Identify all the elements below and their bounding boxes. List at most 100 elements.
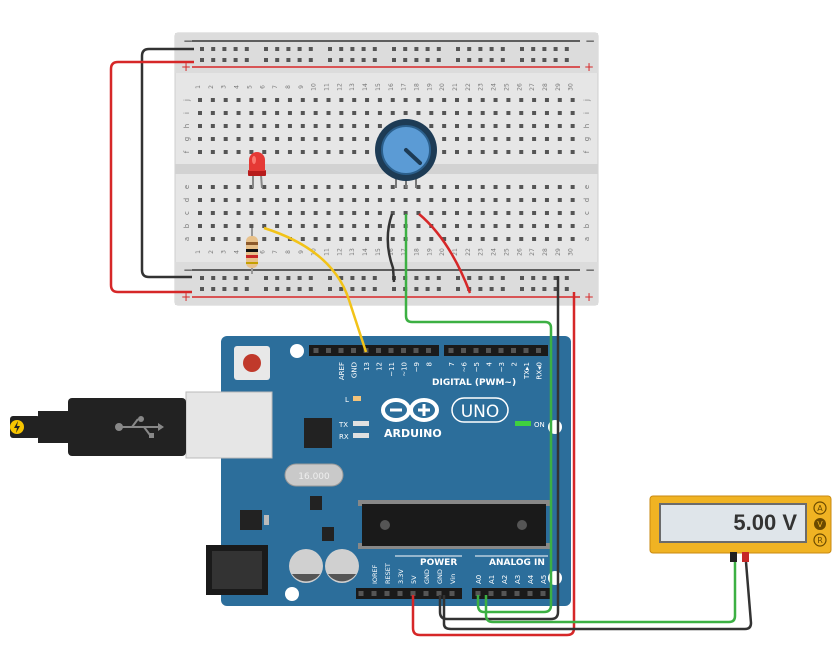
rail-hole[interactable] [403, 47, 408, 51]
breadboard-hole[interactable] [287, 124, 292, 128]
breadboard-hole[interactable] [339, 150, 344, 154]
rail-hole[interactable] [222, 47, 227, 51]
breadboard-hole[interactable] [519, 98, 524, 102]
rail-hole[interactable] [403, 58, 408, 62]
breadboard-hole[interactable] [557, 150, 562, 154]
breadboard-hole[interactable] [275, 237, 280, 241]
rail-hole[interactable] [244, 58, 249, 62]
breadboard-hole[interactable] [377, 211, 382, 215]
rail-hole[interactable] [467, 276, 472, 280]
breadboard-hole[interactable] [262, 224, 267, 228]
rail-hole[interactable] [553, 276, 558, 280]
breadboard-hole[interactable] [532, 98, 537, 102]
breadboard-hole[interactable] [210, 150, 215, 154]
usb-cable[interactable] [10, 391, 273, 459]
rail-hole[interactable] [200, 47, 204, 51]
rail-hole[interactable] [264, 276, 268, 280]
breadboard-hole[interactable] [442, 137, 447, 141]
breadboard-hole[interactable] [223, 150, 228, 154]
rail-hole[interactable] [200, 287, 204, 291]
breadboard-hole[interactable] [455, 111, 459, 115]
breadboard-hole[interactable] [455, 211, 459, 215]
breadboard-hole[interactable] [287, 150, 292, 154]
rail-hole[interactable] [297, 47, 302, 51]
breadboard-hole[interactable] [532, 185, 537, 189]
breadboard-hole[interactable] [544, 185, 549, 189]
breadboard-hole[interactable] [532, 224, 537, 228]
breadboard-hole[interactable] [326, 224, 331, 228]
breadboard-hole[interactable] [210, 224, 215, 228]
rail-hole[interactable] [244, 47, 249, 51]
breadboard-hole[interactable] [326, 237, 331, 241]
rail-hole[interactable] [328, 287, 332, 291]
rail-hole[interactable] [286, 276, 291, 280]
breadboard-hole[interactable] [429, 111, 434, 115]
breadboard-hole[interactable] [377, 124, 382, 128]
breadboard-hole[interactable] [544, 111, 549, 115]
breadboard-hole[interactable] [262, 185, 267, 189]
rail-hole[interactable] [425, 287, 430, 291]
breadboard-hole[interactable] [390, 198, 395, 202]
breadboard-hole[interactable] [403, 111, 408, 115]
breadboard-hole[interactable] [506, 98, 511, 102]
breadboard-hole[interactable] [326, 150, 331, 154]
breadboard-hole[interactable] [429, 185, 434, 189]
breadboard-hole[interactable] [480, 198, 485, 202]
breadboard-hole[interactable] [532, 124, 537, 128]
power-pin[interactable] [397, 591, 403, 596]
rail-hole[interactable] [339, 276, 344, 280]
breadboard-hole[interactable] [429, 237, 434, 241]
breadboard-hole[interactable] [287, 198, 292, 202]
rail-hole[interactable] [275, 287, 280, 291]
breadboard-hole[interactable] [326, 98, 331, 102]
breadboard-hole[interactable] [570, 111, 575, 115]
rail-hole[interactable] [456, 276, 460, 280]
breadboard-hole[interactable] [300, 124, 305, 128]
breadboard-hole[interactable] [493, 150, 498, 154]
rail-hole[interactable] [500, 276, 505, 280]
rail-hole[interactable] [244, 276, 249, 280]
rail-hole[interactable] [478, 58, 483, 62]
rail-hole[interactable] [264, 287, 268, 291]
breadboard-hole[interactable] [287, 211, 292, 215]
rail-hole[interactable] [350, 287, 355, 291]
breadboard-hole[interactable] [198, 211, 202, 215]
breadboard-hole[interactable] [493, 98, 498, 102]
breadboard-hole[interactable] [275, 137, 280, 141]
breadboard-hole[interactable] [223, 137, 228, 141]
breadboard-hole[interactable] [455, 198, 459, 202]
rail-hole[interactable] [308, 276, 313, 280]
breadboard-hole[interactable] [352, 150, 357, 154]
rail-hole[interactable] [500, 58, 505, 62]
breadboard-hole[interactable] [403, 211, 408, 215]
power-pin[interactable] [371, 591, 377, 596]
breadboard-hole[interactable] [570, 137, 575, 141]
breadboard-hole[interactable] [313, 124, 318, 128]
rail-hole[interactable] [222, 287, 227, 291]
breadboard-hole[interactable] [416, 185, 421, 189]
breadboard-hole[interactable] [377, 224, 382, 228]
breadboard-hole[interactable] [326, 137, 331, 141]
header-pin[interactable] [388, 348, 394, 353]
breadboard-hole[interactable] [236, 150, 241, 154]
breadboard-hole[interactable] [377, 198, 382, 202]
breadboard-hole[interactable] [262, 211, 267, 215]
breadboard-hole[interactable] [249, 150, 254, 154]
rail-hole[interactable] [500, 287, 505, 291]
breadboard-hole[interactable] [416, 111, 421, 115]
breadboard-hole[interactable] [519, 111, 524, 115]
breadboard-hole[interactable] [467, 150, 472, 154]
breadboard-hole[interactable] [249, 98, 254, 102]
power-pin[interactable] [436, 591, 442, 596]
breadboard-hole[interactable] [198, 124, 202, 128]
breadboard-hole[interactable] [300, 211, 305, 215]
breadboard-hole[interactable] [223, 224, 228, 228]
rail-hole[interactable] [233, 47, 238, 51]
breadboard-hole[interactable] [467, 137, 472, 141]
breadboard-hole[interactable] [493, 111, 498, 115]
rail-hole[interactable] [489, 287, 494, 291]
rail-hole[interactable] [414, 58, 419, 62]
breadboard-hole[interactable] [493, 224, 498, 228]
rail-hole[interactable] [264, 58, 268, 62]
breadboard-hole[interactable] [390, 237, 395, 241]
